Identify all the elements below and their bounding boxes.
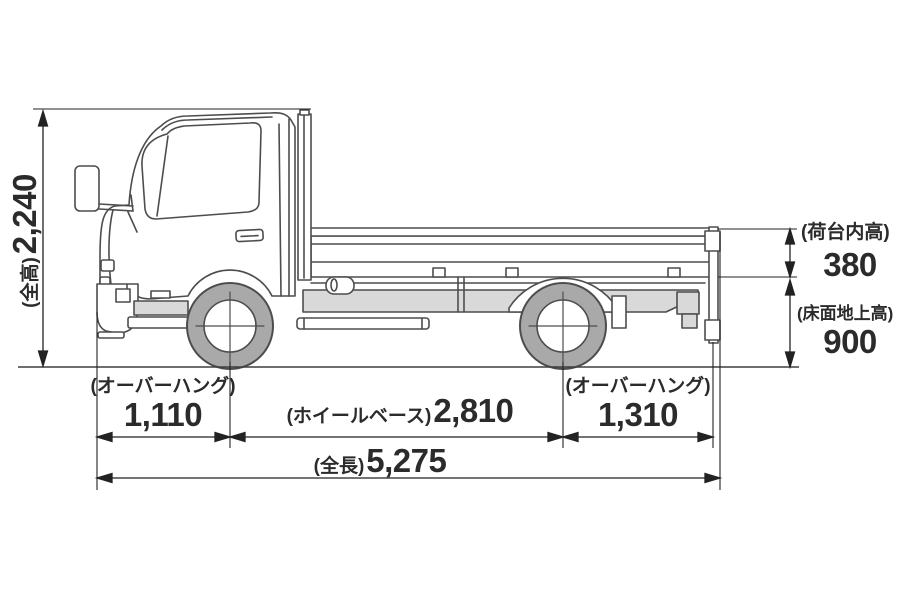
overall-length-value: 5,275 (366, 442, 447, 479)
chassis-frame (302, 289, 699, 313)
dim-floor-height (784, 277, 796, 370)
bed-inner-height-caption: (荷台内高) (801, 222, 890, 243)
rear-overhang-caption: (オーバーハング) (565, 376, 711, 397)
door-handle (235, 228, 264, 243)
overall-height-caption: (全高) (20, 257, 41, 308)
rear-wheel (519, 282, 607, 370)
wheelbase-caption: (ホイールベース) (286, 406, 432, 427)
overall-height-value: 2,240 (6, 174, 43, 255)
cab (74, 111, 296, 339)
dim-front-overhang (94, 431, 233, 443)
wheelbase-label: (ホイールベース) 2,810 (250, 394, 550, 427)
overall-length-caption: (全長) (313, 456, 365, 477)
dim-wheelbase (227, 431, 566, 443)
headlight (100, 259, 115, 272)
roof-line (161, 116, 273, 131)
front-bumper (96, 283, 139, 339)
side-mirror (74, 165, 138, 233)
wheelbase-value: 2,810 (433, 392, 514, 429)
front-overhang-caption: (オーバーハング) (90, 376, 236, 397)
dim-rear-overhang (560, 431, 716, 443)
door-window (141, 122, 262, 220)
mudflap (611, 295, 627, 329)
front-overhang-value: 1,110 (123, 396, 203, 433)
cab-step (127, 316, 189, 329)
overall-height-label: (全高) 2,240 (6, 156, 46, 326)
dim-bed-inner-height (784, 226, 796, 280)
overall-length-label: (全長) 5,275 (230, 444, 530, 477)
dimension-lines (33, 108, 797, 490)
front-wheel (186, 282, 274, 370)
rear-overhang-value: 1,310 (597, 396, 679, 433)
bed-inner-height-value: 380 (823, 246, 877, 283)
dim-overall-length (94, 472, 723, 484)
floor-height-value: 900 (823, 323, 877, 360)
dim-overall-height (37, 108, 49, 369)
floor-height-caption: (床面地上高) (797, 304, 894, 323)
